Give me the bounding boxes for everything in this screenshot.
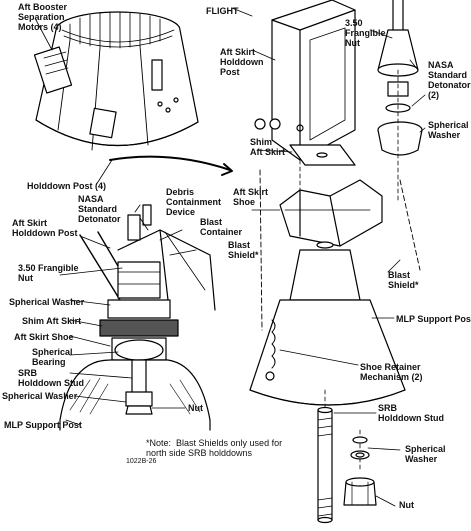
label-flight: FLIGHT (206, 6, 239, 16)
label-aft-skirt-shoe-right: Aft Skirt Shoe (233, 187, 269, 207)
label-blast-container: Blast Container (200, 217, 243, 237)
label-shim-aft-skirt-left: Shim Aft Skirt (22, 316, 82, 326)
cutaway-assembly-drawing (59, 204, 216, 431)
mlp-support-post-drawing (249, 169, 421, 524)
label-frangible-nut-left: 3.50 Frangible Nut (18, 263, 79, 283)
label-spherical-washer-left-1: Spherical Washer (9, 297, 85, 307)
label-mlp-support-post-left: MLP Support Post (4, 420, 82, 430)
note-blast-shields: *Note: Blast Shields only used for north… (146, 438, 283, 458)
label-aft-booster-separation-motors: Aft Booster Separation Motors (4) (18, 2, 67, 32)
aft-skirt-cone-drawing (33, 11, 233, 176)
leader-lines (35, 7, 426, 507)
label-aft-skirt-holddown-post-top: Aft Skirt Holddown Post (220, 47, 264, 77)
label-srb-holddown-stud-right: SRB Holddown Stud (378, 403, 444, 423)
label-holddown-post: Holddown Post (4) (27, 181, 106, 191)
label-spherical-washer-bottom: Spherical Washer (405, 444, 446, 464)
label-nut-left: Nut (188, 403, 203, 413)
label-blast-shield-left: Blast Shield* (228, 240, 259, 260)
figure-id: 1022B-26 (126, 458, 157, 465)
label-nasa-standard-detonator-left: NASA Standard Detonator (78, 194, 121, 224)
label-nasa-standard-detonator-right: NASA Standard Detonator (2) (428, 60, 471, 100)
label-aft-skirt-holddown-post-left: Aft Skirt Holddown Post (12, 218, 78, 238)
label-spherical-washer-right: Spherical Washer (428, 120, 469, 140)
label-shim-aft-skirt-top: Shim Aft Skirt (250, 137, 286, 157)
label-debris-containment-device: Debris Containment Device (166, 187, 221, 217)
label-spherical-washer-left-2: Spherical Washer (2, 391, 78, 401)
label-blast-shield-right: Blast Shield* (388, 270, 419, 290)
label-nut-bottom: Nut (399, 500, 414, 510)
label-aft-skirt-shoe-left: Aft Skirt Shoe (14, 332, 74, 342)
holddown-post-exploded-drawing (254, 0, 423, 201)
label-srb-holddown-stud-left: SRB Holddown Stud (18, 368, 84, 388)
label-frangible-nut-top: 3.50 Frangible Nut (345, 18, 386, 48)
label-spherical-bearing: Spherical Bearing (32, 347, 73, 367)
label-shoe-retainer-mechanism: Shoe Retainer Mechanism (2) (360, 362, 423, 382)
label-mlp-support-post-right: MLP Support Post (396, 314, 471, 324)
